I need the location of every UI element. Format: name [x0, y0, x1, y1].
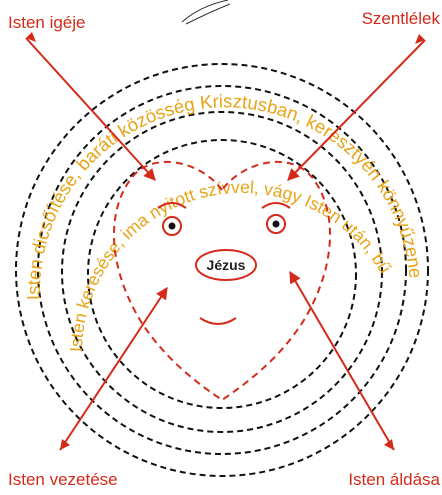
outer-ring-text-left: Isten dicsőítése, [23, 161, 88, 301]
bubble-tail-curve [182, 0, 228, 22]
right-pupil [273, 221, 280, 228]
arrow-bottom-right [290, 272, 394, 450]
inner-ring-text: Isten keresése, ima nyitott szívvel, vág… [0, 0, 395, 352]
left-pupil [169, 223, 176, 230]
right-eyebrow [262, 203, 290, 208]
label-top-left: Isten igéje [8, 13, 86, 32]
center-label: Jézus [207, 257, 246, 273]
smile-mouth [200, 318, 236, 324]
inner-ring-text-top: ima nyitott szívvel, vágy Isten után, [117, 177, 384, 261]
label-top-right: Szentlélek [362, 9, 441, 28]
label-bottom-right: Isten áldása [348, 470, 440, 489]
inner-ring-text-left: Isten keresése, [66, 229, 131, 352]
label-bottom-left: Isten vezetése [8, 470, 118, 489]
